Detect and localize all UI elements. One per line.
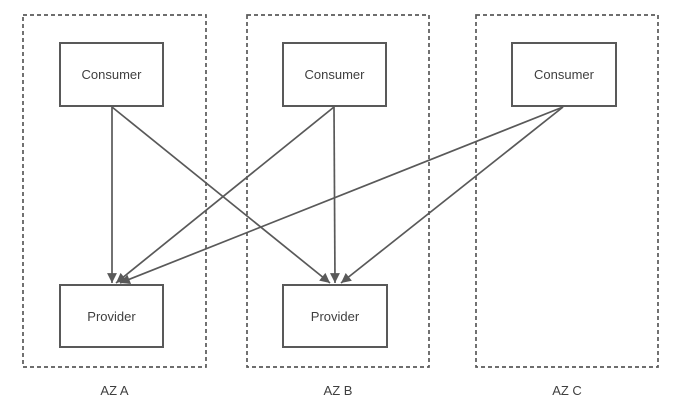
node-label: Provider: [87, 308, 136, 324]
zone-border-az-a: [22, 14, 207, 368]
node-label: Consumer: [534, 67, 594, 82]
edge-consumer-az-a-to-provider-az-b: [111, 106, 331, 284]
zone-label-az-a: AZ A: [100, 383, 129, 398]
zone-label-az-c: AZ C: [552, 383, 582, 398]
node-consumer-az-b: Consumer: [282, 42, 387, 107]
node-label: Consumer: [81, 67, 142, 82]
node-label: Consumer: [304, 67, 365, 82]
node-provider-az-a: Provider: [59, 284, 164, 348]
zone-border-az-b: [246, 14, 430, 368]
zone-border-az-c: [475, 14, 659, 368]
node-consumer-az-c: Consumer: [511, 42, 617, 107]
node-label: Provider: [310, 308, 360, 324]
edge-consumer-az-c-to-provider-az-a: [119, 106, 564, 284]
edge-consumer-az-b-to-provider-az-a: [115, 106, 335, 284]
node-consumer-az-a: Consumer: [59, 42, 164, 107]
edge-consumer-az-b-to-provider-az-b: [329, 106, 340, 284]
node-provider-az-b: Provider: [282, 284, 388, 348]
edge-consumer-az-c-to-provider-az-b: [340, 106, 564, 284]
zone-label-az-b: AZ B: [323, 383, 353, 398]
